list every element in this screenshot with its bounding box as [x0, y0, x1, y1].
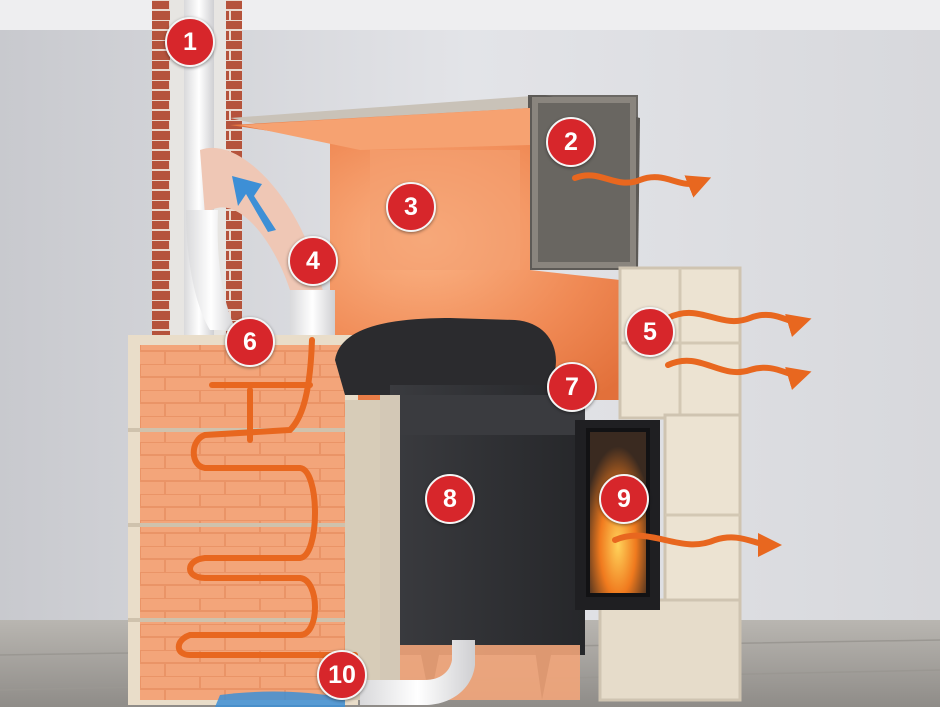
tile-column: [598, 266, 742, 702]
heat-arrows: [572, 172, 812, 557]
marker-9-fire-window: 9: [599, 474, 649, 524]
marker-1-chimney: 1: [165, 17, 215, 67]
marker-8-stove-insert: 8: [425, 474, 475, 524]
flue-connector-pipe: [186, 147, 335, 340]
marker-7-stove-top: 7: [547, 362, 597, 412]
marker-6-flue-channels: 6: [225, 317, 275, 367]
marker-5-tile-surface: 5: [625, 307, 675, 357]
flue-gas-path: [175, 337, 358, 658]
marker-10-air-intake: 10: [317, 650, 367, 700]
marker-2-top-accumulator: 2: [546, 117, 596, 167]
marker-4-flue-connector: 4: [288, 236, 338, 286]
air-intake-pipe: [215, 640, 475, 707]
marker-3-hot-chamber: 3: [386, 182, 436, 232]
flue-channel-block: [128, 335, 390, 705]
